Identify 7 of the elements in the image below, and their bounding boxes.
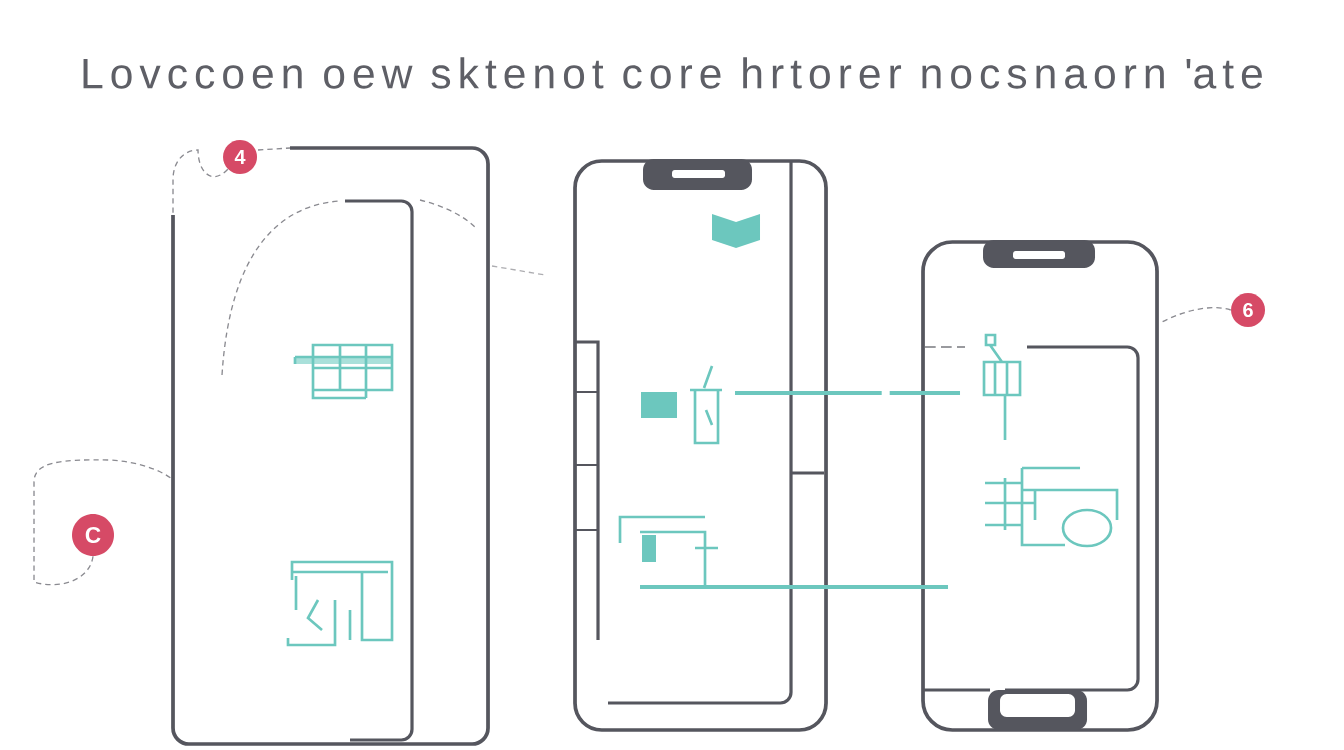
callout-number: 6: [1231, 293, 1265, 327]
leader-line: [172, 149, 229, 216]
leader-line: [33, 459, 173, 586]
title: Lovccoen oew sktenot core hrtorer nocsnaorn 'ate: [83, 57, 1262, 89]
callout-number: C: [72, 514, 114, 556]
callout-number: 4: [223, 140, 257, 174]
leader-line: [1161, 307, 1232, 323]
